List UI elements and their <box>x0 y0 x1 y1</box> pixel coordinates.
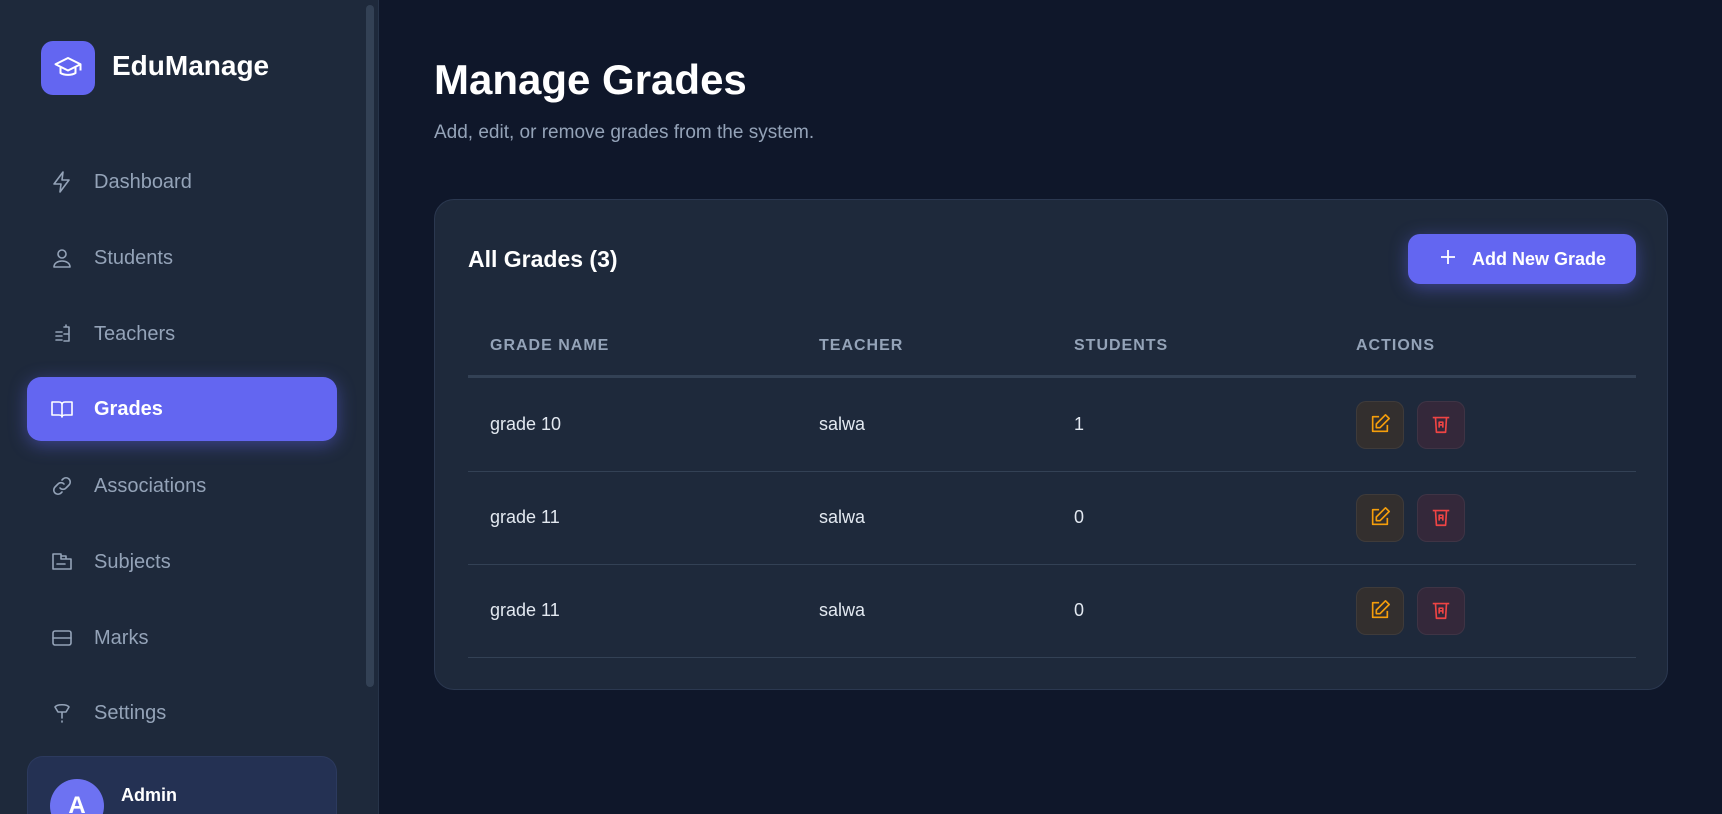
table-row: grade 11 salwa 0 <box>468 472 1636 565</box>
link-icon <box>50 474 74 498</box>
edit-button[interactable] <box>1356 401 1404 449</box>
sidebar-item-teachers[interactable]: Teachers <box>27 302 337 366</box>
grades-card: All Grades (3) Add New Grade GRADE NAME … <box>434 199 1668 690</box>
graduation-cap-icon <box>41 41 95 95</box>
teacher-name: salwa <box>819 414 866 434</box>
sidebar-item-label: Associations <box>94 474 207 497</box>
edit-button[interactable] <box>1356 494 1404 542</box>
app-name: EduManage <box>112 50 270 81</box>
grade-name: grade 10 <box>490 414 562 434</box>
delete-button[interactable] <box>1417 587 1465 635</box>
sidebar-item-label: Students <box>94 246 173 269</box>
add-new-grade-button[interactable]: Add New Grade <box>1408 234 1636 284</box>
page-title: Manage Grades <box>434 56 747 103</box>
edit-button[interactable] <box>1356 587 1404 635</box>
sidebar-item-settings[interactable]: Settings <box>27 681 337 745</box>
teacher-name: salwa <box>819 507 866 527</box>
table-row: grade 10 salwa 1 <box>468 379 1636 472</box>
sidebar-item-dashboard[interactable]: Dashboard <box>27 150 337 214</box>
student-count: 0 <box>1074 600 1085 620</box>
user-icon <box>50 246 74 270</box>
book-open-icon <box>50 397 74 421</box>
student-count: 1 <box>1074 414 1085 434</box>
trash-icon <box>1430 506 1452 531</box>
edit-icon <box>1369 413 1391 438</box>
sidebar-item-label: Grades <box>94 397 163 420</box>
column-header: ACTIONS <box>1356 337 1435 354</box>
delete-button[interactable] <box>1417 494 1465 542</box>
sidebar-item-label: Teachers <box>94 322 176 345</box>
sidebar-item-students[interactable]: Students <box>27 226 337 290</box>
grade-name: grade 11 <box>490 507 560 527</box>
delete-button[interactable] <box>1417 401 1465 449</box>
card-icon <box>50 626 74 650</box>
column-header: GRADE NAME <box>490 337 610 354</box>
folder-icon <box>50 550 74 574</box>
table-header: GRADE NAME TEACHER STUDENTS ACTIONS <box>468 320 1636 378</box>
page-subtitle: Add, edit, or remove grades from the sys… <box>434 122 815 143</box>
avatar: A <box>50 779 104 814</box>
edit-icon <box>1369 599 1391 624</box>
column-header: TEACHER <box>819 337 904 354</box>
trash-icon <box>1430 413 1452 438</box>
sidebar-item-associations[interactable]: Associations <box>27 454 337 518</box>
column-header: STUDENTS <box>1074 337 1169 354</box>
sidebar-item-label: Marks <box>94 626 149 649</box>
sidebar-scrollbar[interactable] <box>366 5 374 687</box>
teacher-name: salwa <box>819 600 866 620</box>
settings-icon <box>50 701 74 725</box>
table-row: grade 11 salwa 0 <box>468 565 1636 658</box>
sidebar-item-subjects[interactable]: Subjects <box>27 530 337 594</box>
sidebar-item-label: Subjects <box>94 550 171 573</box>
trash-icon <box>1430 599 1452 624</box>
card-title: All Grades (3) <box>468 246 618 272</box>
sidebar-item-label: Dashboard <box>94 170 192 193</box>
user-name: Admin <box>121 785 177 805</box>
edit-icon <box>1369 506 1391 531</box>
user-card[interactable]: A Admin <box>27 756 337 814</box>
add-new-grade-label: Add New Grade <box>1471 248 1607 269</box>
student-count: 0 <box>1074 507 1085 527</box>
bolt-icon <box>50 170 74 194</box>
grade-name: grade 11 <box>490 600 560 620</box>
plus-icon <box>1438 247 1458 272</box>
sidebar-item-label: Settings <box>94 701 167 724</box>
sidebar-item-marks[interactable]: Marks <box>27 606 337 670</box>
sidebar-item-grades[interactable]: Grades <box>27 377 337 441</box>
teacher-icon <box>50 322 74 346</box>
